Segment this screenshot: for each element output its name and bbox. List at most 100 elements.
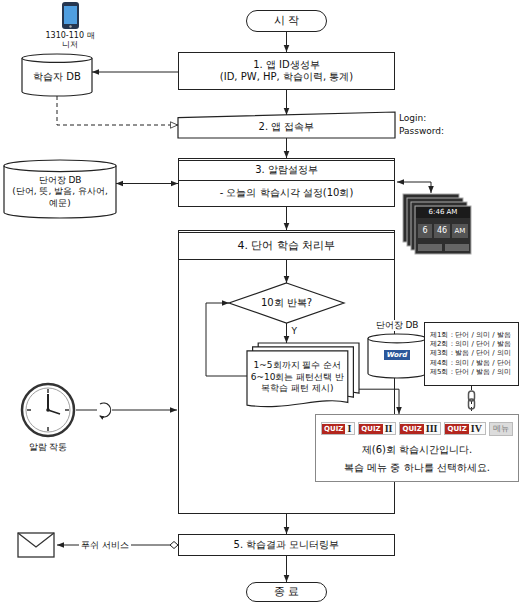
annotation-label: 6:46 AM xyxy=(429,208,458,216)
envelope-body xyxy=(18,533,54,557)
label-holder: 1310-110 매니저 xyxy=(44,30,96,50)
quiz-button: QUIZII xyxy=(358,422,396,435)
word-database: 단어장 DB Word xyxy=(368,320,426,378)
connector-arrow xyxy=(286,32,287,52)
word-database-content: 단어장 DB xyxy=(368,320,426,378)
node-title: 단어장 DB xyxy=(368,320,426,331)
process-box: 1. 앱 ID생성부(ID, PW, HP, 학습이력, 통계) xyxy=(178,52,395,90)
label-holder: 46 xyxy=(434,224,450,238)
input-box: 2. 앱 접속부 xyxy=(178,112,395,138)
node-text: (ID, PW, HP, 학습이력, 통계) xyxy=(220,71,353,84)
process-box-content: 5. 학습결과 모니터링부 xyxy=(179,535,394,555)
database-cylinder-content: 학습자 DB xyxy=(22,54,92,96)
node-title: 학습자 DB xyxy=(33,71,81,84)
annotation-label: 6 xyxy=(422,226,427,235)
node-text: 복습 메뉴 중 하나를 선택하세요. xyxy=(344,457,490,475)
alarm-screenshots xyxy=(403,194,471,254)
clock-icon xyxy=(22,384,74,436)
decision-diamond: 10회 반복? xyxy=(229,283,344,323)
clock-pin xyxy=(46,408,50,412)
edge-label: Y xyxy=(291,326,299,337)
label-holder: 푸쉬 서비스 xyxy=(62,538,148,552)
alarm-setting-box-content: 3. 알람설정부- 오늘의 학습시각 설정(10회) xyxy=(179,161,394,206)
quiz-number: I xyxy=(345,423,354,434)
node-title: 4. 단어 학습 처리부 xyxy=(179,233,394,260)
decision-diamond-content: 10회 반복? xyxy=(229,283,344,323)
pattern-list-box: 제1회 : 단어 / 의미 / 발음제2회 : 의미 / 단어 / 발음제3회 … xyxy=(424,322,519,386)
cylinder-rim xyxy=(4,166,116,172)
annotation-label: 46 xyxy=(437,226,447,235)
node-text: 제3회 : 발음 / 단어 / 의미 xyxy=(430,349,511,358)
connector-arrow xyxy=(286,90,287,115)
quiz-badge: QUIZ xyxy=(322,424,345,434)
edge-label-holder: Y xyxy=(291,326,299,337)
repeat-arrow xyxy=(100,403,111,417)
quiz-panel: QUIZIQUIZIIQUIZIIIQUIZIV메뉴제(6)회 학습시간입니다.… xyxy=(315,414,519,482)
phone-button xyxy=(69,25,71,27)
quiz-badge: QUIZ xyxy=(359,424,382,434)
screenshot-button xyxy=(418,244,442,251)
node-title: 2. 앱 접속부 xyxy=(259,121,315,134)
envelope-icon xyxy=(18,533,54,557)
quiz-badge: QUIZ xyxy=(445,424,468,434)
node-title: 10회 반복? xyxy=(261,297,312,310)
quiz-number: III xyxy=(424,423,441,434)
phone-body xyxy=(62,2,79,29)
cylinder-rim xyxy=(22,58,92,62)
chain-icon xyxy=(469,391,475,409)
chain-link xyxy=(469,399,475,409)
connector-arrow xyxy=(286,556,287,582)
node-title: 제1회 : 단어 / 의미 / 발음 xyxy=(430,331,511,340)
cylinder-outline xyxy=(22,54,92,96)
quiz-number: II xyxy=(383,423,396,434)
node-title: 단어장 DB xyxy=(39,175,82,186)
label-holder: 6 xyxy=(418,224,432,238)
time-field xyxy=(418,224,432,238)
input-box-content: 2. 앱 접속부 xyxy=(178,112,395,138)
diamond-outline xyxy=(229,283,344,323)
connector-arrow xyxy=(359,389,399,414)
screenshot-button xyxy=(445,244,469,251)
connector-arrow xyxy=(286,207,287,230)
quiz-number: IV xyxy=(469,423,485,434)
annotation-label: AM xyxy=(455,227,466,235)
connector-arrow xyxy=(286,260,287,283)
clock-face xyxy=(26,388,70,432)
node-title: 종 료 xyxy=(274,585,300,599)
node-text: 제4회 : 의미 / 발음 / 단어 xyxy=(430,359,511,368)
pattern-list-box-content: 제1회 : 단어 / 의미 / 발음제2회 : 의미 / 단어 / 발음제3회 … xyxy=(425,323,518,385)
label-holder: Password: xyxy=(399,125,459,137)
annotation-label: Login: xyxy=(399,113,426,123)
connector-arrow xyxy=(116,183,178,184)
quiz-button: QUIZIII xyxy=(399,422,441,435)
node-text: 제2회 : 의미 / 단어 / 발음 xyxy=(430,340,511,349)
clock-ticks xyxy=(27,389,69,431)
time-field xyxy=(434,224,450,238)
annotation-label: 푸쉬 서비스 xyxy=(79,540,131,550)
word-icon-label: Word xyxy=(384,350,411,360)
label-holder: Word xyxy=(368,350,426,360)
repeat-link xyxy=(76,403,177,417)
node-text: 6~10회는 패턴선택 반복학습 패턴 제시) xyxy=(250,372,345,395)
node-text: - 오늘의 학습시각 설정(10회) xyxy=(179,181,394,206)
annotation-label: 알람 작동 xyxy=(29,442,68,452)
start-terminal-content: 시 작 xyxy=(247,11,326,31)
envelope-flap xyxy=(18,533,54,547)
connector-arrow xyxy=(57,96,178,125)
learning-process-frame-content: 4. 단어 학습 처리부 xyxy=(179,233,394,260)
node-title: 1. 앱 ID생성부 xyxy=(253,59,320,72)
end-terminal: 종 료 xyxy=(246,582,327,602)
connector-arrow xyxy=(286,323,287,343)
link-line xyxy=(76,410,97,411)
quiz-button: QUIZIV xyxy=(444,422,485,435)
process-box-content: 1. 앱 ID생성부(ID, PW, HP, 학습이력, 통계) xyxy=(179,53,394,89)
quiz-badge: QUIZ xyxy=(400,424,423,434)
node-title: 3. 알람설정부 xyxy=(179,161,394,181)
document-outline xyxy=(247,351,348,407)
phone-icon xyxy=(62,2,79,29)
node-title: 1~5회까지 필수 순서 xyxy=(254,360,342,371)
annotation-label: Password: xyxy=(399,126,444,136)
connector-arrow xyxy=(206,303,247,376)
link-arrow xyxy=(112,410,177,411)
menu-label: 메뉴 xyxy=(490,423,512,435)
